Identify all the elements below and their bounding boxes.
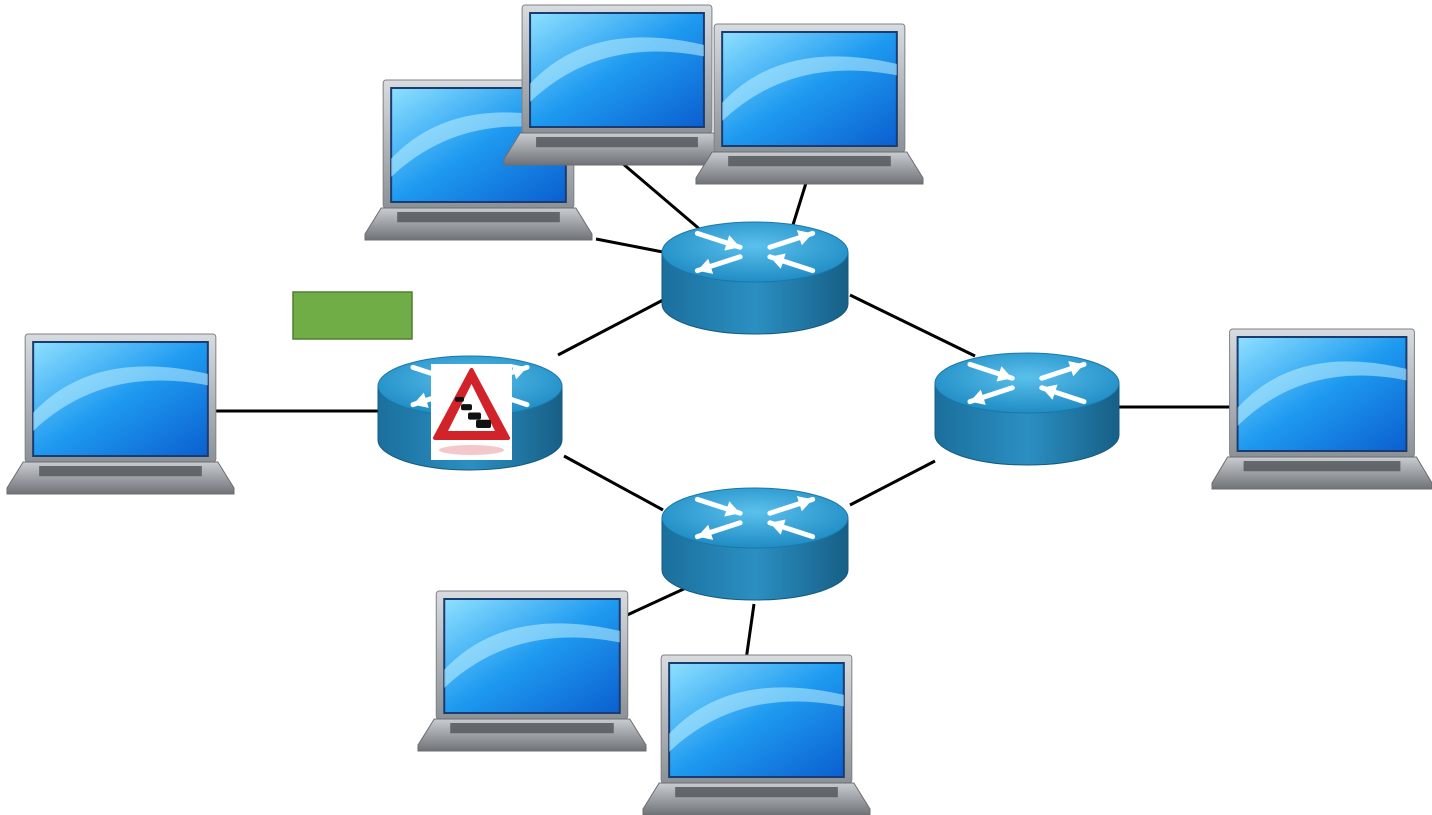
green-marker-box [292,291,413,340]
router-arrows [967,361,1087,405]
link-router-top-to-router-left [557,298,664,357]
car-icon [455,396,464,402]
laptop-top-right-laptop-icon[interactable] [695,23,924,185]
link-router-top-to-router-right [849,293,976,358]
laptop-keyboard [1243,461,1401,472]
laptop-screen-swoosh [722,56,897,121]
link-laptop-top-right-to-router-top [790,182,808,229]
laptop-screen-swoosh [669,687,844,752]
link-laptop-top-center-to-router-top [621,161,704,234]
router-top [661,487,849,549]
laptop-bottom-right-laptop-icon[interactable] [642,654,871,815]
router-arrows [694,230,816,274]
laptop-bottom-left-laptop-icon[interactable] [417,590,647,752]
link-router-bottom-to-laptop-bottom-right [744,603,756,661]
laptop-keyboard [675,787,838,798]
traffic-congestion-warning-icon [431,364,512,460]
laptop-screen-swoosh [530,37,704,102]
router-arrows [694,496,816,540]
link-router-right-to-router-bottom [849,459,936,507]
router-top [934,352,1120,414]
car-icon [476,419,491,428]
overlays-layer [292,291,512,460]
link-router-bottom-to-laptop-bottom-left [624,585,689,618]
nodes-layer [6,4,1432,815]
laptop-keyboard [39,466,202,477]
laptop-keyboard [536,137,698,148]
car-icon [461,404,472,411]
laptop-keyboard [728,156,891,167]
car-icon [468,412,481,420]
laptop-screen-swoosh [444,623,620,688]
laptop-keyboard [450,723,614,734]
laptop-left-laptop-icon[interactable] [6,333,235,495]
laptop-screen-swoosh [391,112,566,177]
router-right-router-icon[interactable] [934,352,1120,466]
laptop-top-center-laptop-icon[interactable] [503,4,731,166]
laptop-screen-swoosh [33,366,208,431]
link-router-left-to-router-bottom [563,454,664,512]
links-layer [212,161,1232,661]
laptop-keyboard [397,212,560,223]
laptop-screen [443,598,621,714]
laptop-right-laptop-icon[interactable] [1211,328,1432,490]
laptop-screen-swoosh [1237,361,1407,426]
router-bottom-router-icon[interactable] [661,487,849,601]
router-top-router-icon[interactable] [661,221,849,335]
router-top [661,221,849,283]
warning-reflection [439,445,504,455]
laptop-screen [721,31,898,147]
link-laptop-top-left-to-router-top [595,237,669,255]
